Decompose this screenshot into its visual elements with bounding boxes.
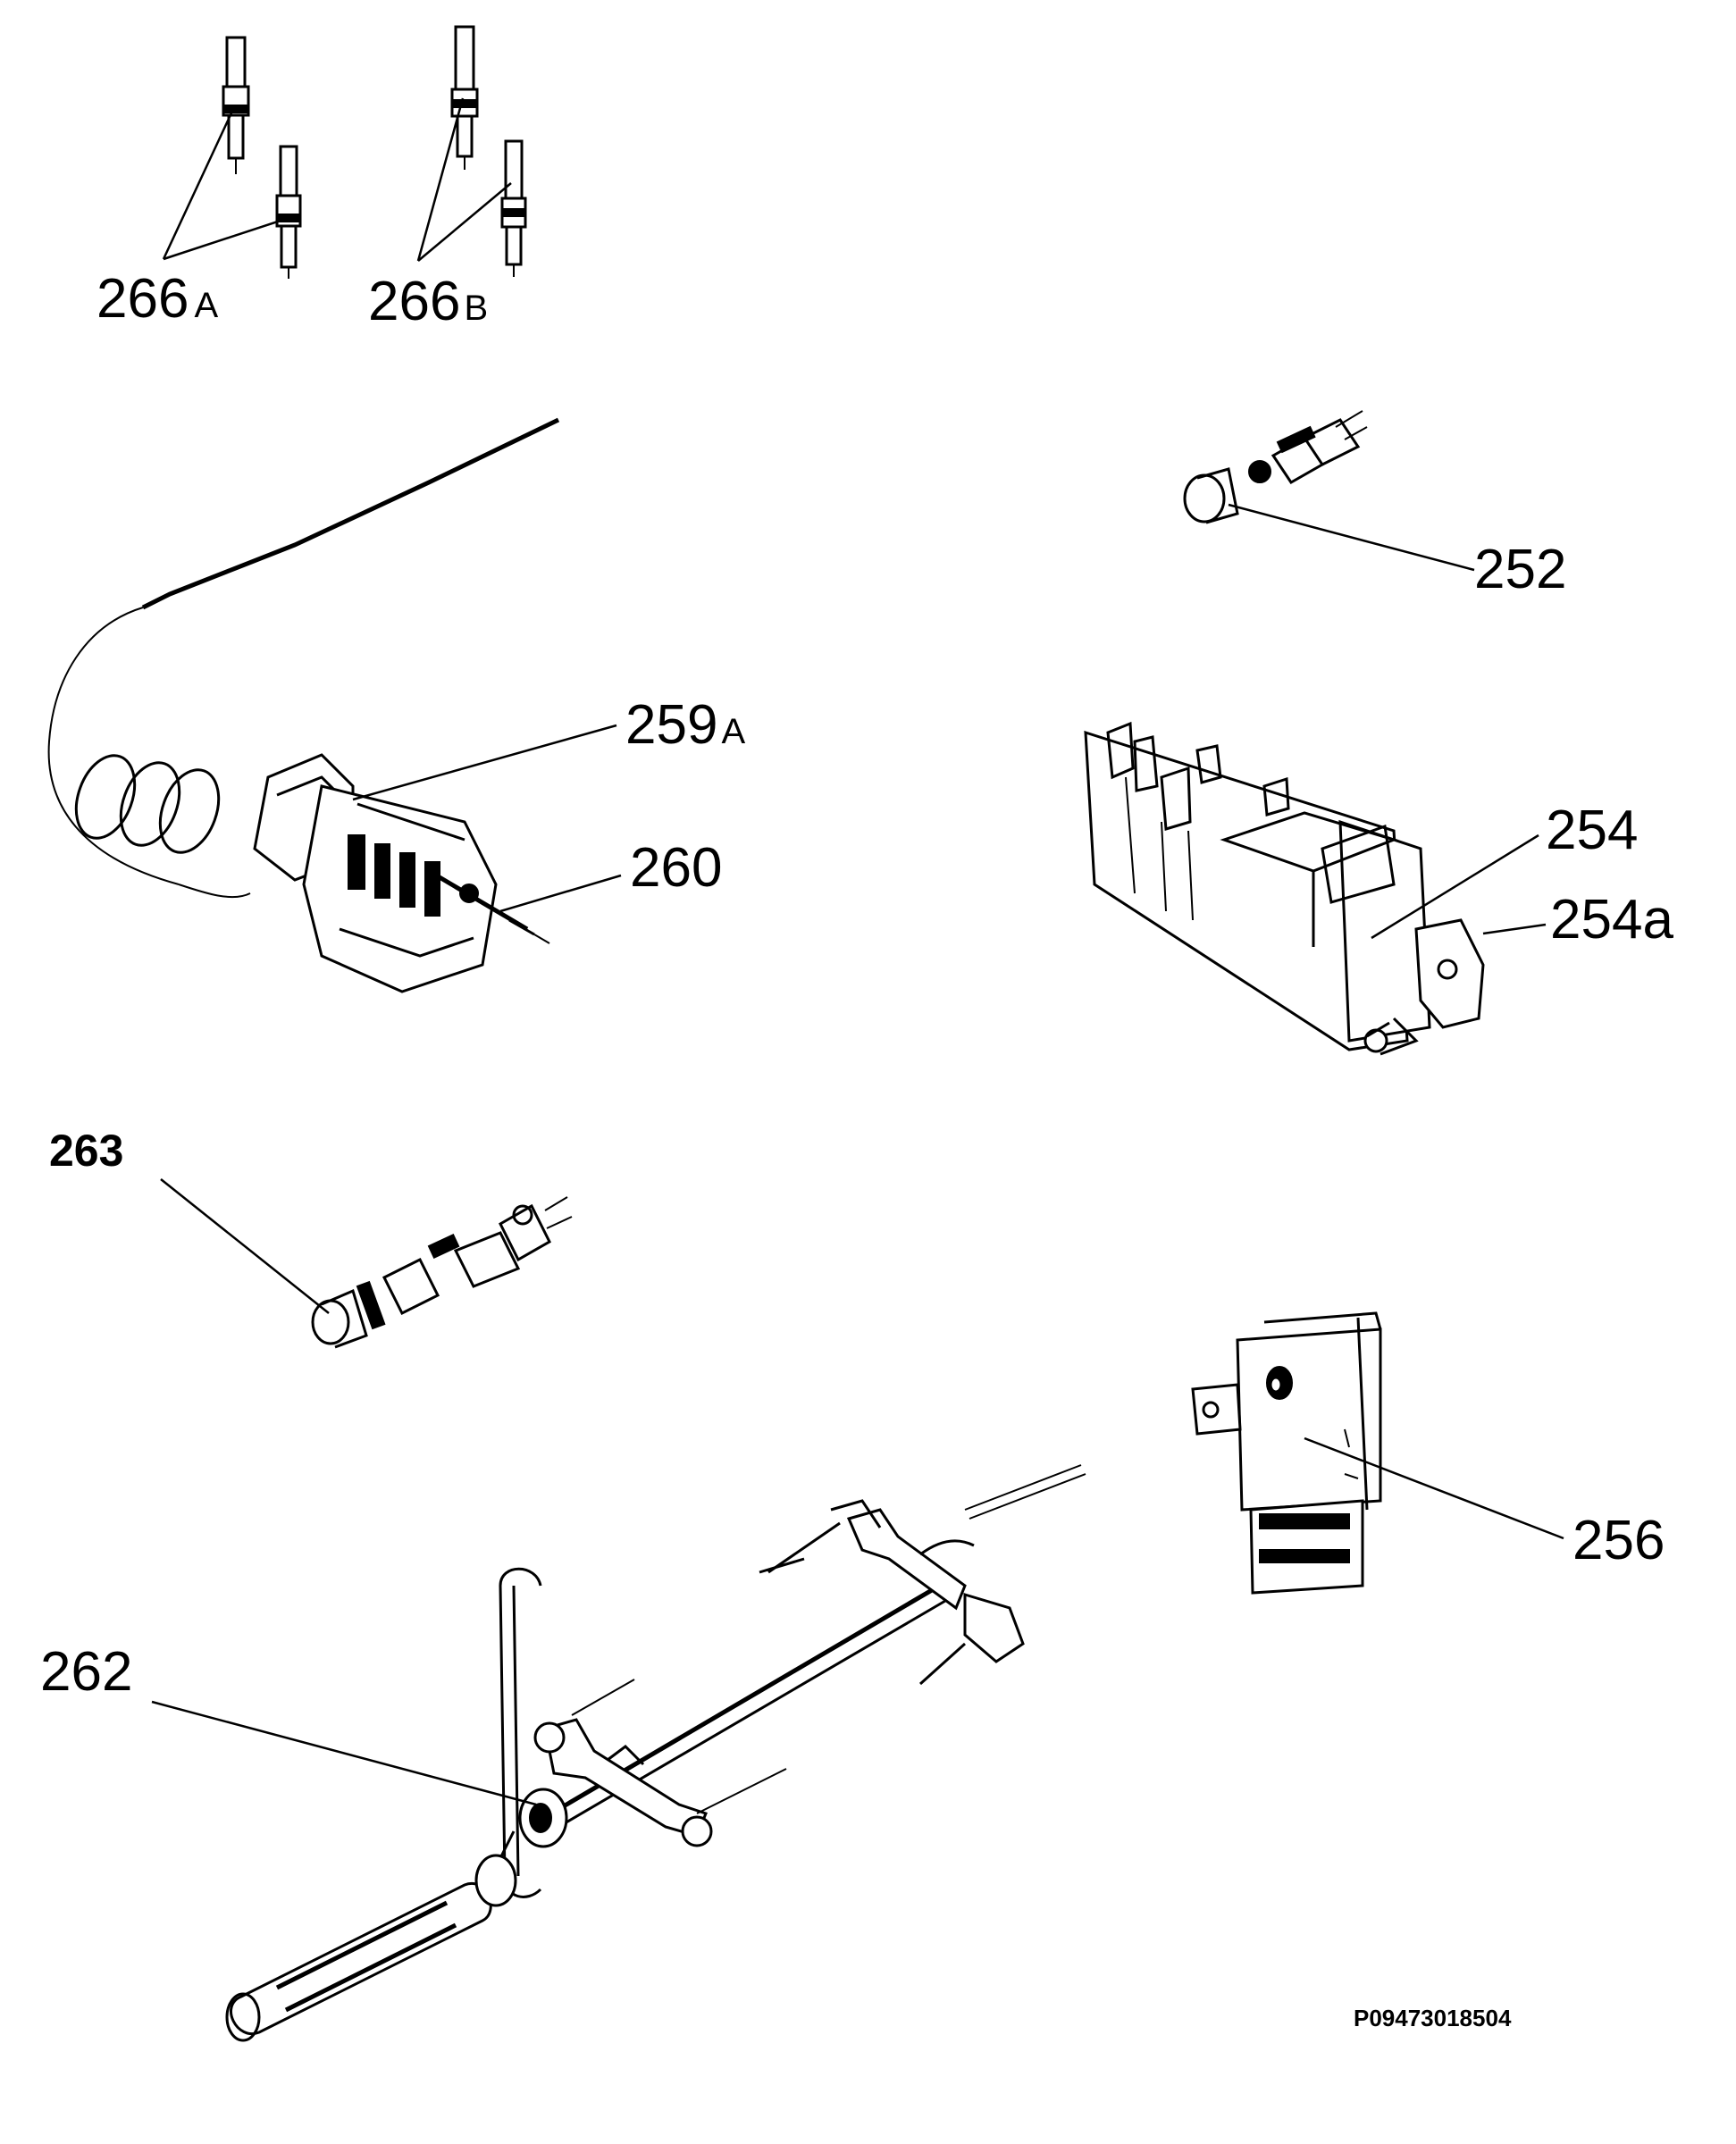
electrode-266b xyxy=(450,25,527,277)
label-254: 254 xyxy=(1546,800,1638,861)
leader-256 xyxy=(1304,1436,1564,1540)
thermostat-259a-body xyxy=(253,753,498,993)
leader-266b xyxy=(416,97,512,262)
leader-263 xyxy=(160,1178,330,1314)
leader-252 xyxy=(1228,503,1475,572)
ignition-generator-254 xyxy=(1084,721,1431,1051)
bracket-254a xyxy=(1363,918,1485,1056)
thermostat-capillary-tube xyxy=(47,417,560,899)
thermostat-260-shaft xyxy=(427,868,550,944)
label-256: 256 xyxy=(1572,1510,1665,1571)
leader-262 xyxy=(151,1700,537,1806)
label-263: 263 xyxy=(49,1126,123,1176)
lamp-252 xyxy=(1183,410,1368,524)
switch-256 xyxy=(1191,1311,1382,1595)
leaders-254-254a xyxy=(1371,833,1547,940)
leaders-259a-260 xyxy=(352,724,622,913)
lamp-assembly-263 xyxy=(311,1196,573,1349)
label-262: 262 xyxy=(40,1641,132,1703)
label-252: 252 xyxy=(1474,539,1566,600)
rotisserie-262 xyxy=(225,1464,1086,2042)
electrode-266a xyxy=(222,36,302,279)
leader-266a xyxy=(162,106,287,261)
document-code: P09473018504 xyxy=(1354,2005,1512,2031)
label-260: 260 xyxy=(630,837,722,899)
label-254a: 254a xyxy=(1550,889,1673,951)
